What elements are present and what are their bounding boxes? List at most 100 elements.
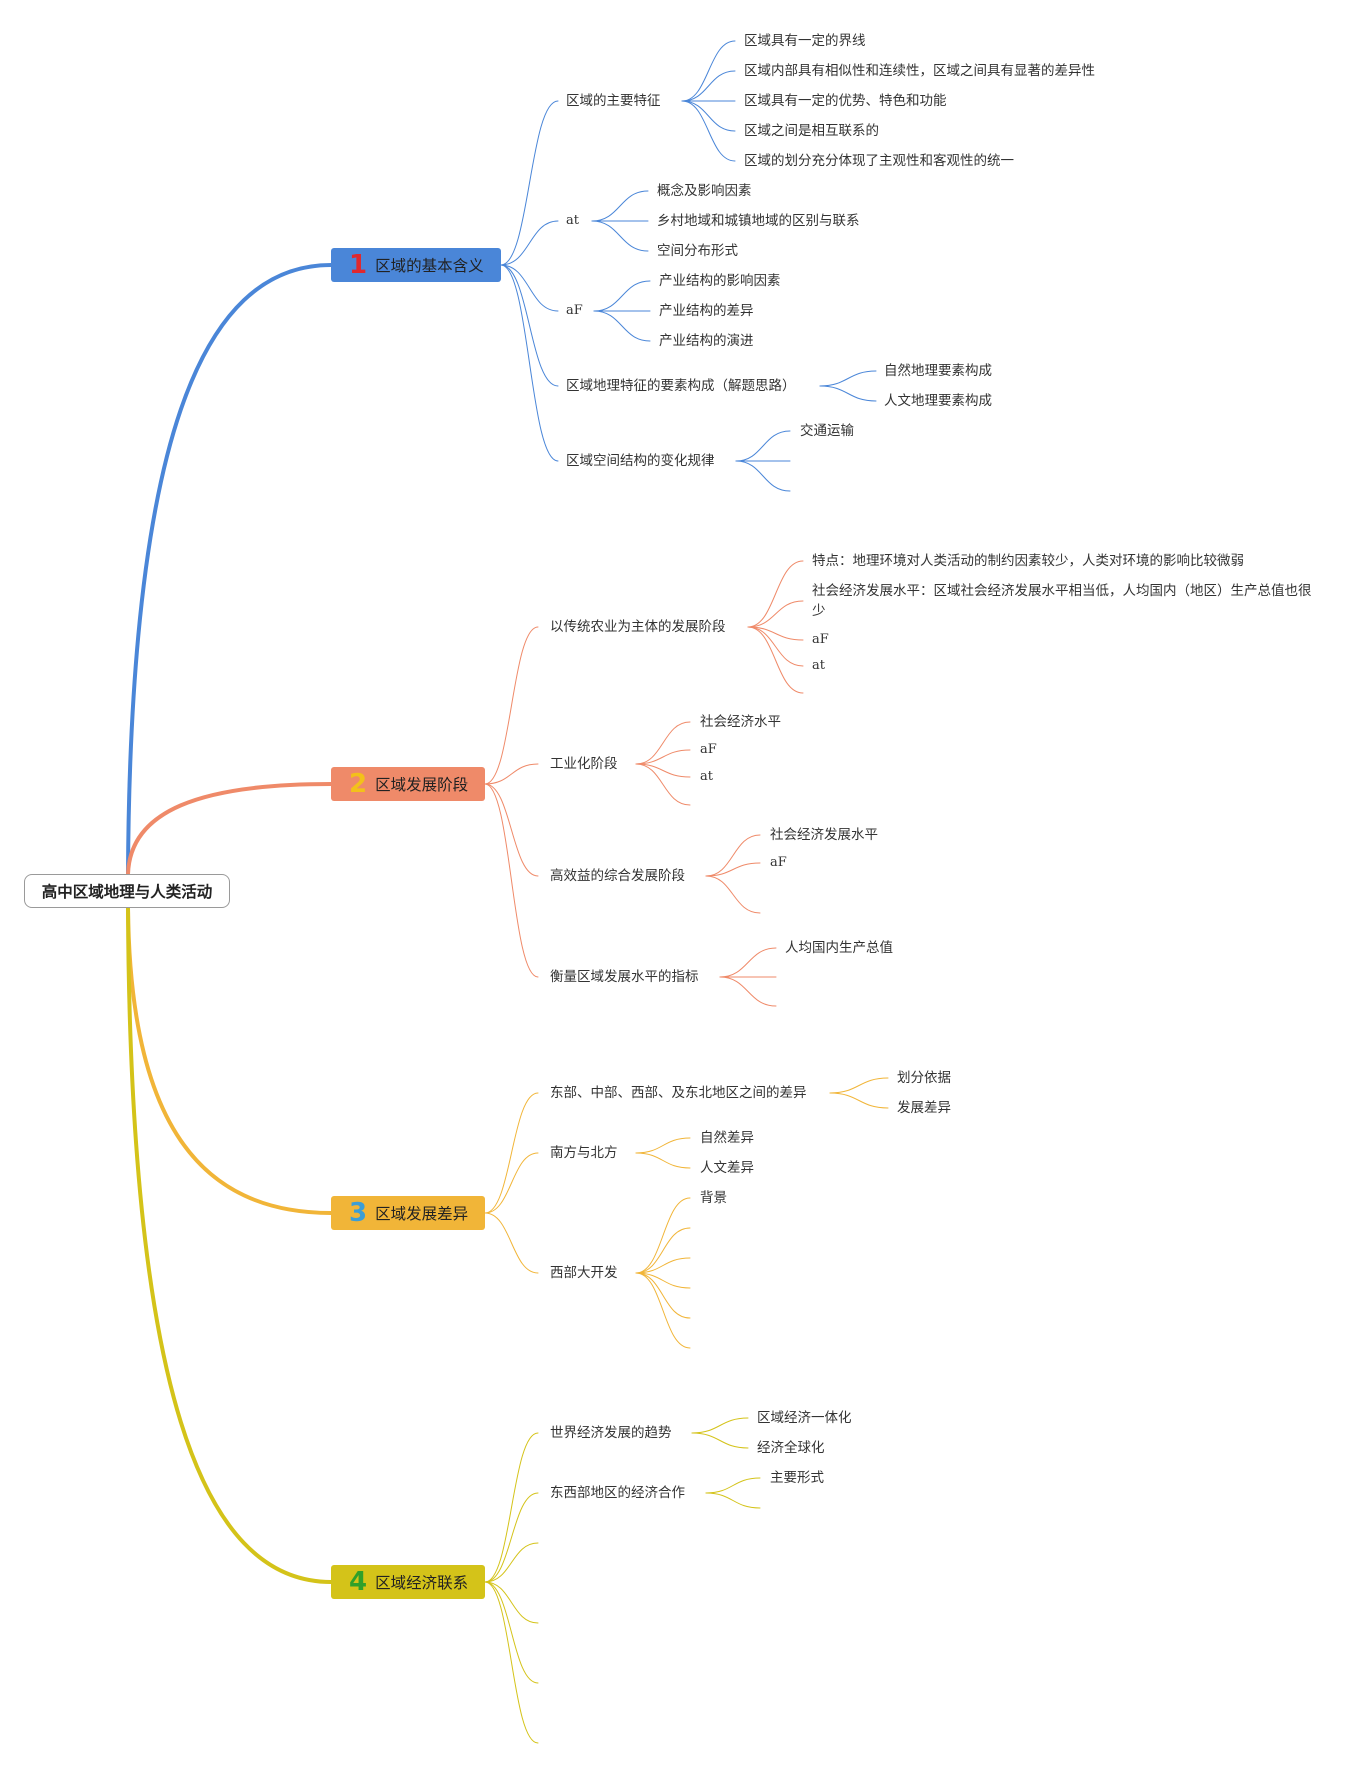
root-label: 高中区域地理与人类活动 bbox=[41, 883, 213, 901]
c3-branch-link bbox=[484, 1212, 539, 1274]
c1-leaf-link bbox=[681, 40, 736, 102]
c4-branch-link bbox=[484, 1581, 539, 1684]
c1-leaf[interactable]: 概念及影响因素 bbox=[657, 183, 752, 199]
c2-leaf-link bbox=[747, 626, 804, 641]
c1-leaf-link bbox=[819, 370, 877, 387]
c3-branch-regions[interactable]: 东部、中部、西部、及东北地区之间的差异 bbox=[550, 1085, 807, 1101]
root-node[interactable]: 高中区域地理与人类活动 bbox=[24, 874, 230, 908]
c1-leaf[interactable]: 产业结构的演进 bbox=[659, 333, 754, 349]
category-2-label: 区域发展阶段 bbox=[375, 776, 469, 794]
category-1-node[interactable]: 1 区域的基本含义 bbox=[331, 248, 501, 282]
number-2-icon: 2 bbox=[349, 769, 368, 799]
c2-leaf[interactable]: aF bbox=[812, 632, 829, 647]
c2-leaf-link bbox=[719, 947, 777, 978]
c3-leaf-link bbox=[635, 1137, 691, 1154]
number-4-icon: 4 bbox=[349, 1567, 368, 1597]
c1-leaf[interactable]: 区域具有一定的界线 bbox=[744, 33, 866, 49]
c3-leaf-link bbox=[829, 1077, 889, 1094]
c2-leaf-link bbox=[747, 626, 804, 667]
c1-leaf[interactable]: 区域之间是相互联系的 bbox=[744, 123, 879, 139]
root-link-3 bbox=[126, 906, 333, 1215]
c2-branch-link bbox=[484, 763, 539, 785]
c1-leaf-link bbox=[593, 280, 651, 312]
c3-leaf[interactable]: 人文差异 bbox=[700, 1160, 754, 1176]
c3-leaf[interactable]: 划分依据 bbox=[897, 1070, 951, 1086]
c3-leaf[interactable]: 背景 bbox=[700, 1190, 727, 1206]
c1-leaf[interactable]: 人文地理要素构成 bbox=[884, 393, 992, 409]
c1-leaf[interactable]: 交通运输 bbox=[800, 423, 854, 439]
c1-leaf[interactable]: 产业结构的影响因素 bbox=[659, 273, 781, 289]
c2-leaf-link bbox=[705, 875, 761, 914]
c4-branch-east-west-coop[interactable]: 东西部地区的经济合作 bbox=[550, 1485, 685, 1501]
c1-leaf[interactable]: 乡村地域和城镇地域的区别与联系 bbox=[657, 213, 860, 229]
c1-branch-main-features[interactable]: 区域的主要特征 bbox=[566, 93, 661, 109]
category-1-label: 区域的基本含义 bbox=[375, 257, 484, 275]
c2-branch-link bbox=[484, 783, 539, 877]
c1-leaf-link bbox=[735, 460, 791, 492]
c2-leaf-link bbox=[747, 560, 804, 628]
c2-leaf-link bbox=[635, 763, 691, 778]
c4-leaf[interactable]: 区域经济一体化 bbox=[757, 1410, 852, 1426]
c4-branch-world-trend[interactable]: 世界经济发展的趋势 bbox=[550, 1425, 672, 1441]
c1-branch-link bbox=[500, 220, 559, 266]
c3-leaf[interactable]: 自然差异 bbox=[700, 1130, 754, 1146]
c1-leaf-link bbox=[591, 190, 649, 222]
c2-leaf[interactable]: at bbox=[700, 769, 713, 784]
root-link-2 bbox=[126, 782, 333, 876]
c2-leaf-link bbox=[747, 600, 804, 628]
number-1-icon: 1 bbox=[349, 250, 368, 280]
c2-branch-industrial[interactable]: 工业化阶段 bbox=[550, 756, 618, 772]
c4-leaf-link bbox=[691, 1432, 749, 1449]
c1-branch-at[interactable]: at bbox=[566, 213, 579, 228]
c1-leaf-link bbox=[681, 100, 736, 162]
root-link-1 bbox=[126, 263, 333, 876]
c2-leaf-link bbox=[635, 721, 691, 765]
c1-branch-spatial[interactable]: 区域空间结构的变化规律 bbox=[566, 453, 715, 469]
c4-branch-link bbox=[484, 1432, 539, 1583]
category-3-node[interactable]: 3 区域发展差异 bbox=[331, 1196, 485, 1230]
c1-branch-af[interactable]: aF bbox=[566, 303, 583, 318]
c2-leaf[interactable]: 社会经济发展水平：区域社会经济发展水平相当低，人均国内（地区）生产总值也很少 bbox=[812, 583, 1312, 619]
c3-branch-north-south[interactable]: 南方与北方 bbox=[550, 1145, 618, 1161]
category-4-node[interactable]: 4 区域经济联系 bbox=[331, 1565, 485, 1599]
c1-branch-elements[interactable]: 区域地理特征的要素构成（解题思路） bbox=[566, 378, 796, 394]
c2-leaf[interactable]: 社会经济发展水平 bbox=[770, 827, 878, 843]
c3-branch-west-development[interactable]: 西部大开发 bbox=[550, 1265, 618, 1281]
c1-leaf[interactable]: 区域具有一定的优势、特色和功能 bbox=[744, 93, 947, 109]
c2-leaf-link bbox=[705, 834, 761, 877]
c4-branch-link bbox=[484, 1581, 539, 1624]
c1-leaf[interactable]: 区域内部具有相似性和连续性，区域之间具有显著的差异性 bbox=[744, 63, 1095, 79]
c2-branch-link bbox=[484, 626, 539, 785]
c2-leaf[interactable]: aF bbox=[770, 855, 787, 870]
c1-leaf-link bbox=[819, 385, 877, 402]
c2-branch-indicators[interactable]: 衡量区域发展水平的指标 bbox=[550, 969, 699, 985]
category-2-node[interactable]: 2 区域发展阶段 bbox=[331, 767, 485, 801]
c1-leaf[interactable]: 空间分布形式 bbox=[657, 243, 738, 259]
c3-leaf[interactable]: 发展差异 bbox=[897, 1100, 951, 1116]
c4-leaf-link bbox=[705, 1477, 761, 1494]
c1-leaf-link bbox=[593, 310, 651, 342]
c3-leaf-link bbox=[635, 1197, 691, 1274]
c2-branch-traditional[interactable]: 以传统农业为主体的发展阶段 bbox=[550, 619, 726, 635]
root-link-4 bbox=[126, 906, 333, 1584]
c1-leaf[interactable]: 区域的划分充分体现了主观性和客观性的统一 bbox=[744, 153, 1014, 169]
c2-leaf[interactable]: 社会经济水平 bbox=[700, 714, 781, 730]
category-3-label: 区域发展差异 bbox=[375, 1205, 469, 1223]
c1-leaf[interactable]: 产业结构的差异 bbox=[659, 303, 754, 319]
c4-leaf[interactable]: 经济全球化 bbox=[757, 1440, 825, 1456]
c4-leaf[interactable]: 主要形式 bbox=[770, 1470, 824, 1486]
c2-branch-high-efficiency[interactable]: 高效益的综合发展阶段 bbox=[550, 868, 685, 884]
c2-leaf[interactable]: 人均国内生产总值 bbox=[785, 940, 893, 956]
c1-leaf-link bbox=[681, 70, 736, 102]
c1-leaf[interactable]: 自然地理要素构成 bbox=[884, 363, 992, 379]
c2-leaf-link bbox=[705, 862, 761, 877]
c2-leaf-link bbox=[635, 763, 691, 806]
c2-leaf[interactable]: 特点：地理环境对人类活动的制约因素较少，人类对环境的影响比较微弱 bbox=[812, 553, 1244, 569]
category-4-label: 区域经济联系 bbox=[375, 1574, 469, 1592]
c3-leaf-link bbox=[829, 1092, 889, 1109]
c3-branch-link bbox=[484, 1092, 539, 1214]
c2-leaf[interactable]: aF bbox=[700, 742, 717, 757]
c2-leaf[interactable]: at bbox=[812, 658, 825, 673]
c2-leaf-link bbox=[747, 626, 804, 694]
c3-leaf-link bbox=[635, 1272, 691, 1289]
